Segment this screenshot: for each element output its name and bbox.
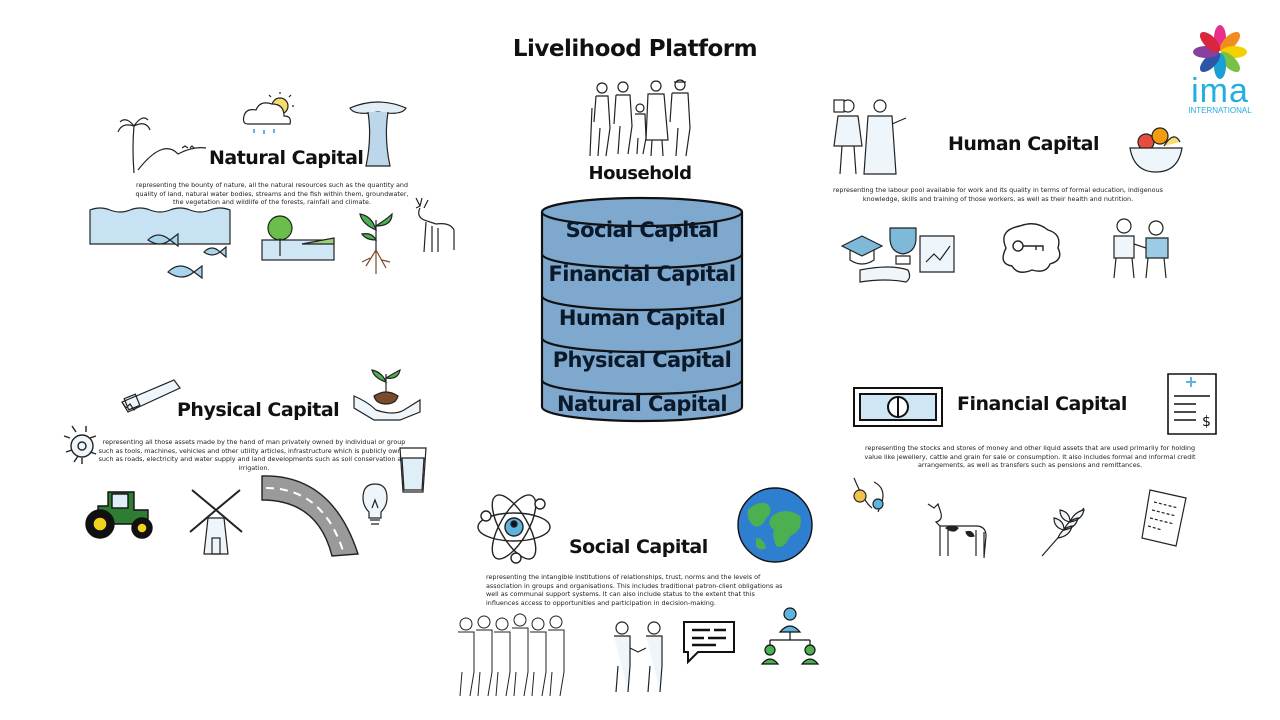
globe-icon <box>737 487 813 563</box>
jewellery-icon <box>853 477 884 513</box>
rain-cloud-sun-icon <box>242 92 294 134</box>
page-title: Livelihood Platform <box>512 36 758 62</box>
layer-social-capital: Social Capital <box>565 218 719 242</box>
human-capital-description: representing the labour pool available f… <box>833 186 1163 203</box>
logo: ima INTERNATIONAL <box>1176 24 1266 116</box>
sapling-roots-icon <box>359 212 393 274</box>
svg-text:$: $ <box>1202 414 1211 430</box>
water-glass-icon <box>399 447 427 493</box>
receipt-icon <box>1141 489 1187 547</box>
handshake-icon <box>614 621 663 693</box>
flower-logo-icon <box>1193 25 1247 79</box>
social-capital-description: representing the intangible institutions… <box>486 573 783 607</box>
invoice-icon: $ <box>1167 373 1217 435</box>
layer-financial-capital: Financial Capital <box>548 262 737 286</box>
crowd-icon <box>458 613 565 697</box>
tree-landscape-icon <box>261 215 335 261</box>
handsaw-icon <box>121 379 181 413</box>
network-atom-icon <box>477 494 551 564</box>
human-capital-title: Human Capital <box>948 133 1099 155</box>
logo-subtext: INTERNATIONAL <box>1188 106 1252 115</box>
speech-bubble-icon <box>683 621 735 665</box>
livelihood-cylinder <box>540 196 744 423</box>
water-fish-icon <box>89 207 231 280</box>
banknote-icon <box>853 387 943 427</box>
mind-key-icon <box>1002 223 1061 273</box>
physical-capital-title: Physical Capital <box>177 399 340 421</box>
layer-human-capital: Human Capital <box>558 306 726 330</box>
education-trophy-icon <box>840 227 955 283</box>
logo-wordmark: ima <box>1191 72 1249 110</box>
health-checkup-icon <box>1113 218 1169 279</box>
household-label: Household <box>588 163 692 184</box>
financial-capital-title: Financial Capital <box>957 393 1127 415</box>
layer-physical-capital: Physical Capital <box>552 348 732 372</box>
natural-capital-title: Natural Capital <box>209 147 364 169</box>
palm-hills-icon <box>117 117 207 174</box>
doctor-patient-icon <box>833 99 907 175</box>
financial-capital-description: representing the stocks and stores of mo… <box>864 444 1196 470</box>
group-hierarchy-icon <box>760 607 820 665</box>
deer-icon <box>415 197 455 253</box>
plant-in-hand-icon <box>353 368 421 421</box>
lightbulb-icon <box>362 483 388 525</box>
baobab-tree-icon <box>349 101 407 167</box>
cow-icon <box>927 502 987 559</box>
fruit-bowl-icon <box>1129 127 1183 173</box>
tractor-icon <box>85 491 153 539</box>
gear-icon <box>63 425 97 464</box>
physical-capital-description: representing all those assets made by th… <box>98 438 410 472</box>
layer-natural-capital: Natural Capital <box>557 392 728 416</box>
windmill-icon <box>189 489 243 555</box>
natural-capital-description: representing the bounty of nature, all t… <box>135 181 409 207</box>
wheat-icon <box>1041 507 1085 557</box>
household-family-icon <box>589 79 691 157</box>
road-icon <box>261 475 359 557</box>
social-capital-title: Social Capital <box>569 536 708 558</box>
